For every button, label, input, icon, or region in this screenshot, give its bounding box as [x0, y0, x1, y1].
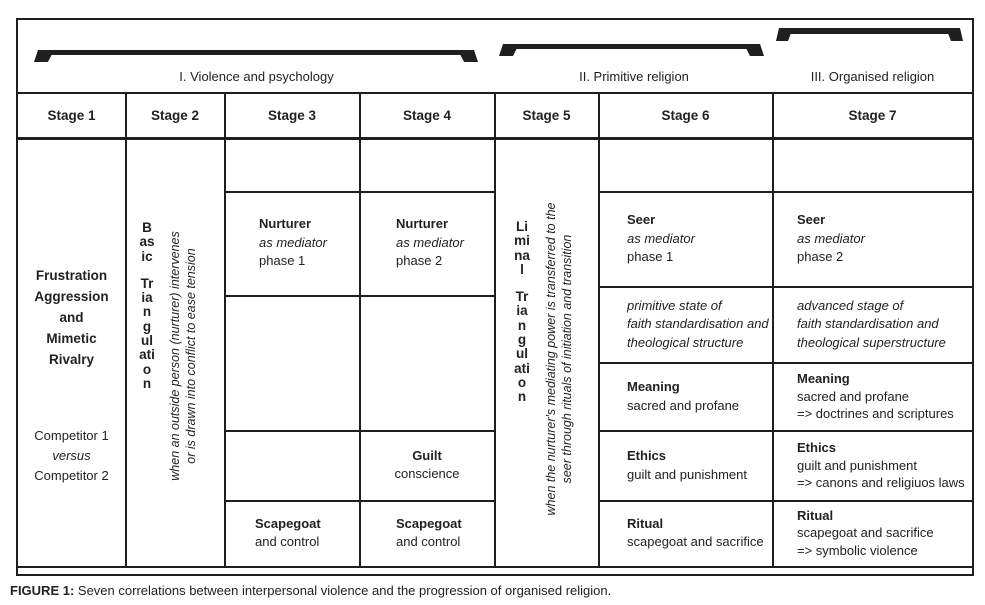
- group-label-violence-psychology: I. Violence and psychology: [179, 68, 334, 84]
- cell-stage1-competitors: Competitor 1 versus Competitor 2: [34, 428, 109, 483]
- stage-header-2: Stage 2: [150, 107, 200, 123]
- grid-row-line-s34-a: [225, 191, 494, 193]
- grid-col-line-1: [125, 92, 127, 568]
- grid-col-line-3: [359, 92, 361, 568]
- grid-row-line-s34-c: [225, 430, 494, 432]
- cell-stage4-nurturer: Nurturer as mediator phase 2: [396, 216, 464, 269]
- stage-header-5: Stage 5: [522, 107, 571, 123]
- cell-stage6-ritual: Ritual scapegoat and sacrifice: [627, 515, 764, 550]
- grid-row-line-s67-e: [599, 500, 972, 502]
- cell-stage2-rotated-note: when an outside person (nurturer) interv…: [168, 231, 198, 481]
- grid-row-line-s34-b: [225, 295, 494, 297]
- cell-stage7-seer: Seer as mediator phase 2: [797, 212, 865, 265]
- cell-stage1-concept: Frustration Aggression and Mimetic Rival…: [34, 268, 109, 367]
- grid-col-line-2: [224, 92, 226, 568]
- stage-header-3: Stage 3: [267, 107, 317, 123]
- bracket-organised-religion: [776, 27, 963, 42]
- cell-stage6-ethics: Ethics guilt and punishment: [627, 448, 747, 482]
- vertical-word-triangulation: Triangulation: [139, 275, 155, 391]
- cell-stage5-rotated-note: when the nurturer's mediating power is t…: [544, 202, 574, 516]
- grid-col-line-4: [494, 92, 496, 568]
- grid-row-line-s67-d: [599, 430, 972, 432]
- grid-row-line-s67-c: [599, 362, 972, 364]
- cell-stage4-scapegoat: Scapegoat and control: [396, 515, 462, 550]
- cell-stage2-vertical-title: Basic Triangulation: [131, 220, 163, 391]
- figure-caption-label: FIGURE 1:: [10, 583, 75, 598]
- stage-header-7: Stage 7: [848, 107, 897, 123]
- bracket-violence-psychology: [34, 49, 478, 63]
- grid-row-line-s34-d: [225, 500, 494, 502]
- bracket-primitive-religion: [499, 43, 764, 57]
- stage-header-4: Stage 4: [402, 107, 452, 123]
- grid-col-line-5: [598, 92, 600, 568]
- cell-stage3-scapegoat: Scapegoat and control: [255, 515, 321, 550]
- stage-header-6: Stage 6: [661, 107, 710, 123]
- cell-stage7-ethics: Ethics guilt and punishment => canons an…: [797, 440, 965, 491]
- cell-stage6-seer: Seer as mediator phase 1: [627, 212, 695, 265]
- group-label-primitive-religion: II. Primitive religion: [579, 68, 689, 84]
- cell-stage4-guilt: Guilt conscience: [394, 447, 460, 482]
- vertical-word-basic: Basic: [139, 220, 155, 264]
- cell-stage5-vertical-title: Liminal Triangulation: [506, 219, 538, 405]
- cell-stage6-state: primitive state of faith standardisation…: [627, 297, 769, 350]
- figure-caption: FIGURE 1: Seven correlations between int…: [10, 583, 975, 598]
- stage-header-1: Stage 1: [47, 107, 96, 123]
- cell-stage6-meaning: Meaning sacred and profane: [627, 379, 740, 413]
- group-label-organised-religion: III. Organised religion: [810, 68, 935, 84]
- vertical-word-triangulation2: Triangulation: [514, 289, 530, 405]
- figure-caption-text: Seven correlations between interpersonal…: [74, 583, 612, 598]
- cell-stage7-ritual: Ritual scapegoat and sacrifice => symbol…: [797, 507, 934, 558]
- grid-col-line-6: [772, 92, 774, 568]
- cell-stage3-nurturer: Nurturer as mediator phase 1: [259, 216, 327, 269]
- vertical-word-liminal: Liminal: [514, 219, 530, 277]
- cell-stage7-meaning: Meaning sacred and profane => doctrines …: [797, 371, 954, 422]
- grid-row-line-s67-a: [599, 191, 972, 193]
- grid-row-line-s67-b: [599, 286, 972, 288]
- cell-stage7-state: advanced stage of faith standardisation …: [797, 297, 946, 350]
